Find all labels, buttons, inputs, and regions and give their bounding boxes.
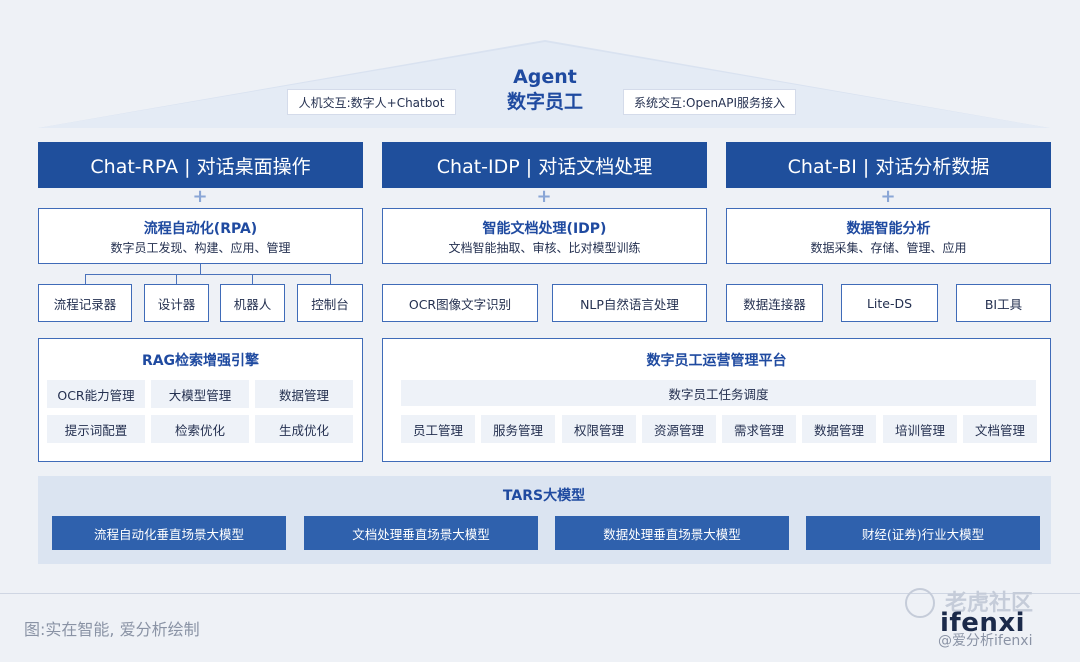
ops-title: 数字员工运营管理平台 (646, 353, 787, 369)
ops-item: 培训管理 (883, 415, 957, 443)
connector-line (200, 264, 201, 274)
rag-item: 检索优化 (151, 415, 249, 443)
tars-title: TARS大模型 (502, 488, 586, 504)
idp-panel-title: 智能文档处理(IDP) (482, 221, 607, 237)
rpa-item: 控制台 (297, 284, 363, 322)
tars-model: 财经(证券)行业大模型 (806, 516, 1040, 550)
connector-line (330, 274, 331, 284)
watermark-text: 老虎社区 (945, 591, 1034, 616)
rpa-panel-title: 流程自动化(RPA) (143, 221, 258, 237)
rag-item: 生成优化 (255, 415, 353, 443)
figure-caption: 图:实在智能, 爱分析绘制 (24, 620, 200, 639)
ops-item: 数据管理 (802, 415, 876, 443)
pillar-header-idp: Chat-IDP | 对话文档处理 (382, 142, 707, 188)
connector-line (85, 274, 86, 284)
tars-model: 文档处理垂直场景大模型 (304, 516, 538, 550)
watermark-logo-icon (905, 588, 935, 618)
rag-item: 提示词配置 (47, 415, 145, 443)
idp-panel-subtitle: 文档智能抽取、审核、比对模型训练 (448, 241, 641, 255)
ops-item: 员工管理 (401, 415, 475, 443)
rpa-item: 设计器 (144, 284, 209, 322)
idp-panel: 智能文档处理(IDP) 文档智能抽取、审核、比对模型训练 (382, 208, 707, 264)
system-interaction-chip: 系统交互:OpenAPI服务接入 (623, 89, 796, 115)
idp-item: OCR图像文字识别 (382, 284, 538, 322)
agent-subtitle: 数字员工 (506, 91, 583, 113)
rag-item: 数据管理 (255, 380, 353, 408)
tars-model: 流程自动化垂直场景大模型 (52, 516, 286, 550)
bi-panel-subtitle: 数据采集、存储、管理、应用 (810, 241, 967, 255)
plus-icon: + (536, 186, 552, 207)
connector-line (85, 274, 330, 275)
rag-item: 大模型管理 (151, 380, 249, 408)
tars-model: 数据处理垂直场景大模型 (555, 516, 789, 550)
human-interaction-chip: 人机交互:数字人+Chatbot (287, 89, 456, 115)
idp-item: NLP自然语言处理 (552, 284, 707, 322)
agent-title: Agent (513, 66, 577, 88)
connector-line (252, 274, 253, 284)
brand-logo: ifenxi (940, 608, 1026, 638)
plus-icon: + (880, 186, 896, 207)
ops-item: 权限管理 (562, 415, 636, 443)
plus-icon: + (192, 186, 208, 207)
footer-divider (0, 593, 1080, 594)
rpa-panel-subtitle: 数字员工发现、构建、应用、管理 (110, 241, 291, 255)
ops-item: 需求管理 (722, 415, 796, 443)
bi-item: 数据连接器 (726, 284, 823, 322)
rag-item: OCR能力管理 (47, 380, 145, 408)
ops-item: 资源管理 (642, 415, 716, 443)
rpa-panel: 流程自动化(RPA) 数字员工发现、构建、应用、管理 (38, 208, 363, 264)
task-scheduling-bar: 数字员工任务调度 (401, 380, 1036, 406)
watermark-handle: @爱分析ifenxi (938, 633, 1033, 649)
ops-item: 文档管理 (963, 415, 1037, 443)
bi-item: BI工具 (956, 284, 1051, 322)
pillar-header-bi: Chat-BI | 对话分析数据 (726, 142, 1051, 188)
rag-title: RAG检索增强引擎 (141, 353, 260, 369)
pillar-header-rpa: Chat-RPA | 对话桌面操作 (38, 142, 363, 188)
ops-item: 服务管理 (481, 415, 555, 443)
bi-panel-title: 数据智能分析 (846, 221, 931, 237)
connector-line (176, 274, 177, 284)
bi-panel: 数据智能分析 数据采集、存储、管理、应用 (726, 208, 1051, 264)
rpa-item: 机器人 (220, 284, 285, 322)
bi-item: Lite-DS (841, 284, 938, 322)
rpa-item: 流程记录器 (38, 284, 132, 322)
